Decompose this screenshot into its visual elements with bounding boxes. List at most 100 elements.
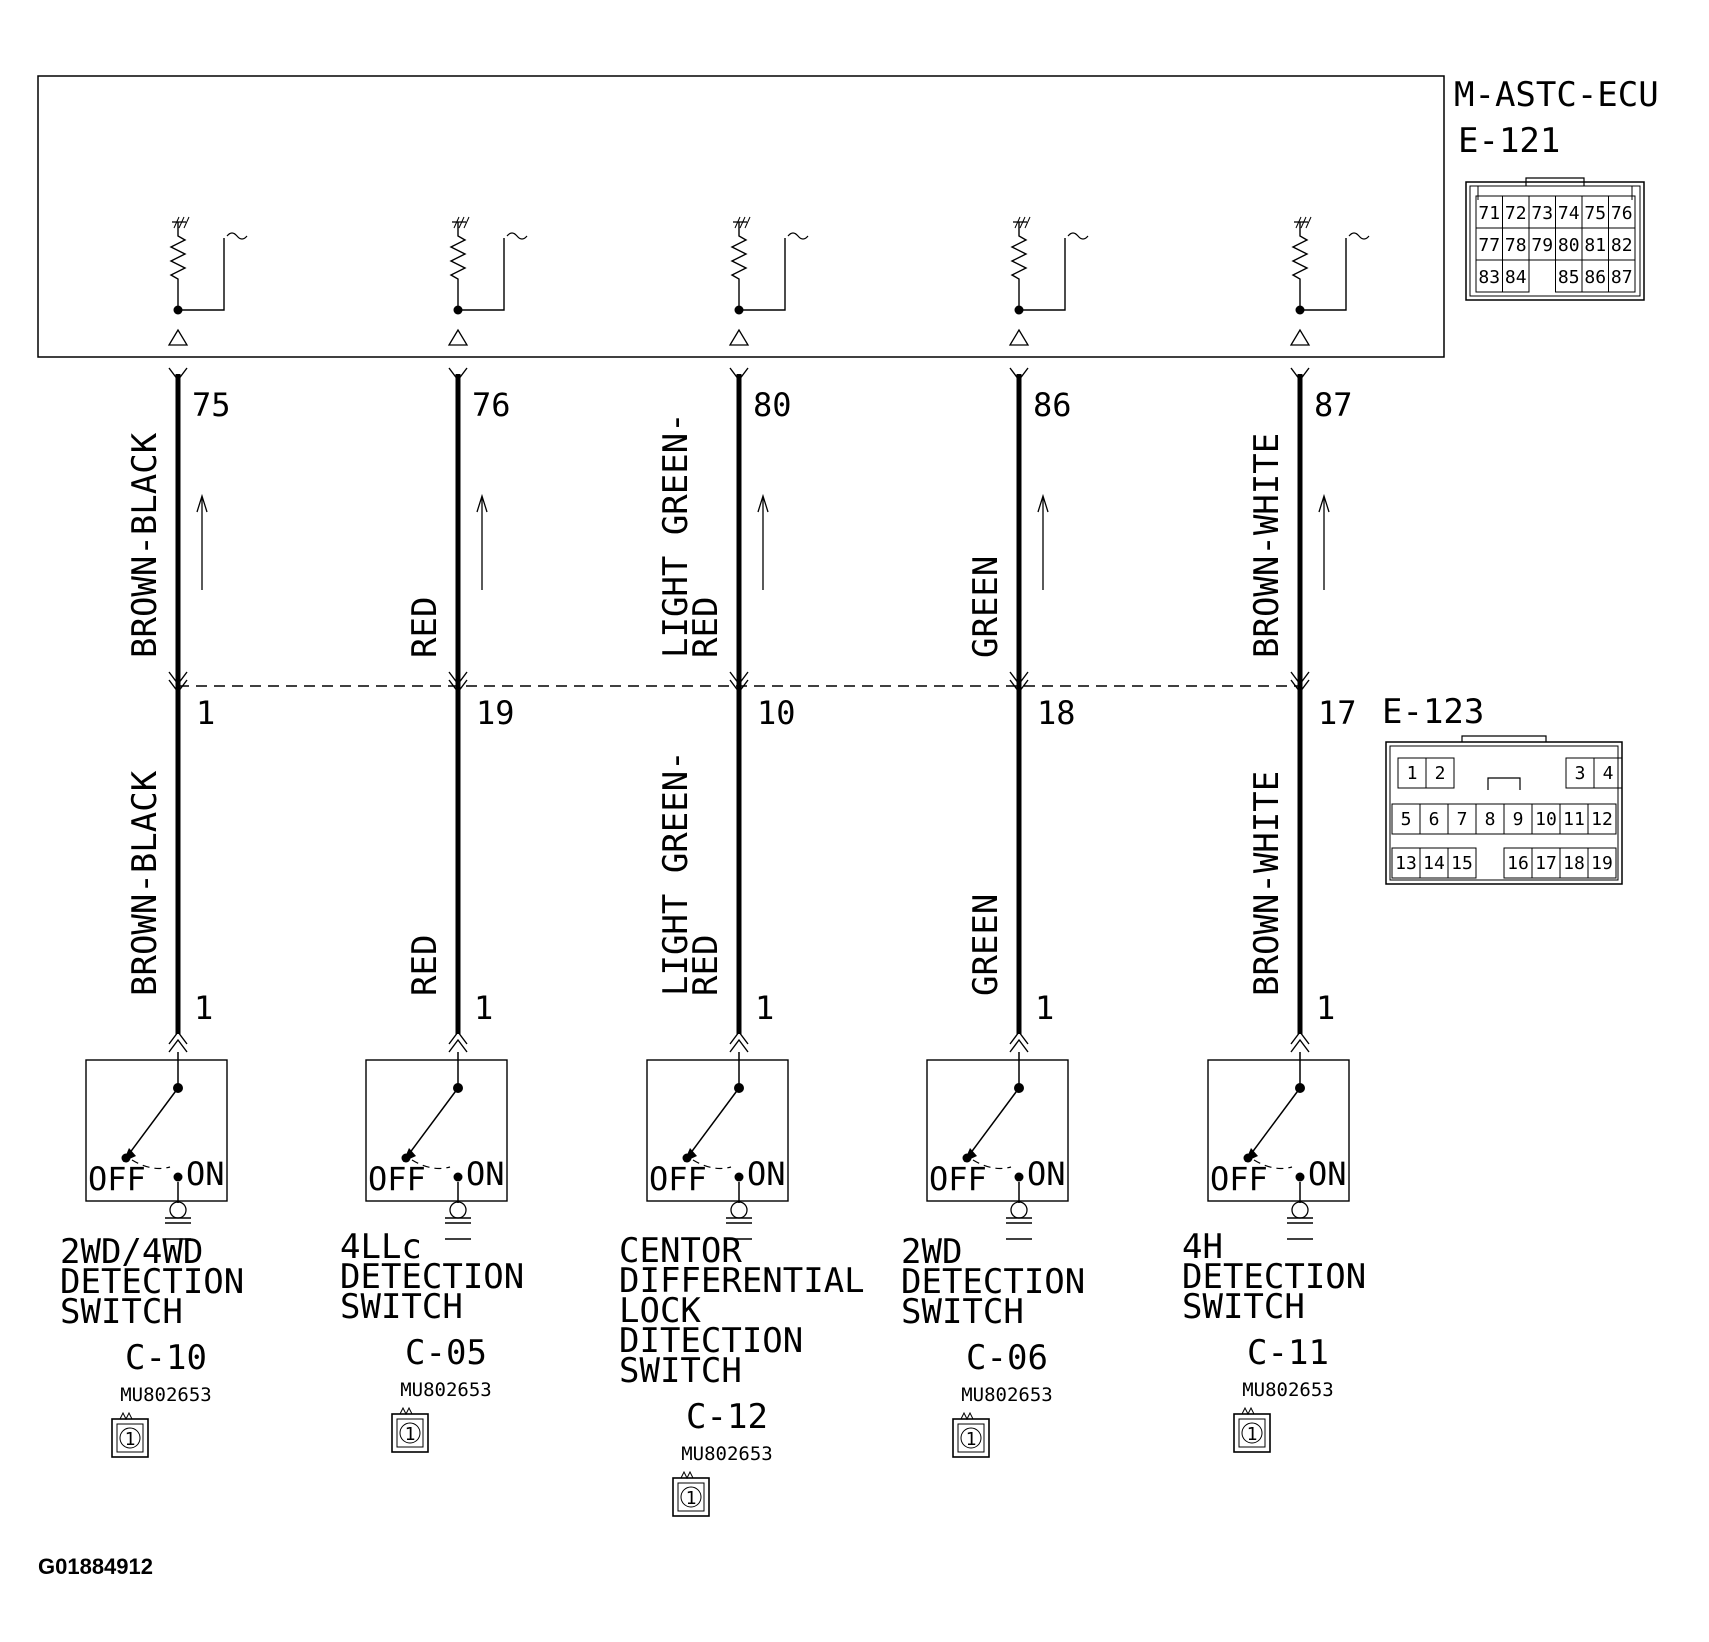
ecu-name: M-ASTC-ECU bbox=[1454, 75, 1659, 115]
pin-icon-inner bbox=[396, 1418, 424, 1448]
pin-icon-circle bbox=[399, 1422, 421, 1444]
wire-color-label: RED bbox=[686, 597, 726, 658]
pin-icon-circle bbox=[119, 1427, 141, 1449]
switch-name-line: DETECTION bbox=[1182, 1257, 1366, 1297]
jn-pin-cell bbox=[1587, 803, 1617, 835]
ecu-pin-label: 84 bbox=[1505, 267, 1527, 288]
junction-pin-number: 17 bbox=[1318, 694, 1357, 732]
switch-part-number: MU802653 bbox=[400, 1379, 492, 1401]
switch-on-label: ON bbox=[1027, 1155, 1066, 1193]
jn-pin-label: 16 bbox=[1507, 853, 1529, 874]
switch-blade bbox=[125, 1087, 179, 1159]
switch-blade bbox=[405, 1087, 459, 1159]
wire-color-label: RED bbox=[686, 935, 726, 996]
signal-tilde bbox=[226, 232, 248, 240]
junction-pin-number: 1 bbox=[196, 694, 215, 732]
jn-pin-label: 10 bbox=[1535, 809, 1557, 830]
pin-icon-number: 1 bbox=[405, 1424, 416, 1445]
ecu-pin-number: 75 bbox=[192, 386, 231, 424]
switch-part-number: MU802653 bbox=[120, 1384, 212, 1406]
input-triangle bbox=[728, 328, 750, 346]
signal-line bbox=[1019, 238, 1066, 311]
ecu-pin-label: 78 bbox=[1505, 235, 1527, 256]
ecu-pin-number: 87 bbox=[1314, 386, 1353, 424]
jn-pin-cell bbox=[1587, 847, 1617, 879]
pin-icon-outer bbox=[391, 1413, 429, 1453]
junction-chevron bbox=[168, 671, 188, 686]
ecu-pin-label: 79 bbox=[1531, 235, 1553, 256]
pullup-resistor bbox=[730, 222, 748, 310]
ecu-pin-label: 73 bbox=[1531, 203, 1553, 224]
jn-pin-cell bbox=[1593, 757, 1623, 789]
jn-pin-label: 4 bbox=[1603, 763, 1614, 784]
ecu-pin-number: 86 bbox=[1033, 386, 1072, 424]
signal-tilde bbox=[1348, 232, 1370, 240]
switch-connector-id: C-05 bbox=[405, 1333, 487, 1373]
jn-pin-cell bbox=[1447, 847, 1477, 879]
jn-conn-inner bbox=[1389, 745, 1619, 881]
ground-hatch bbox=[453, 216, 460, 229]
switch-name-line: 2WD/4WD bbox=[60, 1232, 203, 1272]
wire-color-label: BROWN-WHITE bbox=[1247, 433, 1287, 658]
junction-chevron bbox=[729, 671, 749, 686]
wire-color-label: LIGHT GREEN- bbox=[656, 412, 696, 658]
switch-name-line: DIFFERENTIAL bbox=[619, 1261, 865, 1301]
switch-name-line: CENTOR bbox=[619, 1231, 742, 1271]
junction-chevron bbox=[1290, 679, 1310, 694]
wire-color-label: BROWN-BLACK bbox=[125, 432, 165, 658]
signal-line bbox=[739, 238, 786, 311]
pin-icon-key bbox=[680, 1470, 694, 1480]
ground-hatch bbox=[1300, 216, 1307, 229]
jn-pin-label: 3 bbox=[1575, 763, 1586, 784]
ground-hatch bbox=[1024, 216, 1031, 229]
switch-name-line: LOCK bbox=[619, 1291, 701, 1331]
switch-travel-arc bbox=[131, 1159, 171, 1170]
switch-pin-number: 1 bbox=[474, 989, 493, 1027]
signal-tilde bbox=[787, 232, 809, 240]
ecu-pin-label: 82 bbox=[1611, 235, 1633, 256]
switch-name-line: 4LLc bbox=[340, 1227, 422, 1267]
jn-pin-label: 18 bbox=[1563, 853, 1585, 874]
switch-name-line: SWITCH bbox=[1182, 1287, 1305, 1327]
ground-hatch bbox=[739, 216, 746, 229]
switch-name-line: DETECTION bbox=[340, 1257, 524, 1297]
jn-pin-label: 8 bbox=[1485, 809, 1496, 830]
ecu-conn-inner bbox=[1469, 185, 1641, 297]
pin-icon-number: 1 bbox=[125, 1429, 136, 1450]
switch-off-label: OFF bbox=[649, 1160, 707, 1198]
wire-color-label: GREEN bbox=[966, 556, 1006, 658]
jn-pin-label: 11 bbox=[1563, 809, 1585, 830]
ecu-pin-label: 71 bbox=[1478, 203, 1500, 224]
switch-chevron bbox=[1290, 1038, 1310, 1053]
ecu-pin-label: 87 bbox=[1611, 267, 1633, 288]
switch-part-number: MU802653 bbox=[1242, 1379, 1334, 1401]
jn-pin-cell bbox=[1425, 757, 1455, 789]
switch-pin-number: 1 bbox=[755, 989, 774, 1027]
pin-icon-outer bbox=[952, 1418, 990, 1458]
signal-line bbox=[458, 238, 505, 311]
switch-chevron bbox=[729, 1038, 749, 1053]
switch-chevron bbox=[448, 1038, 468, 1053]
jn-pin-label: 19 bbox=[1591, 853, 1613, 874]
pullup-resistor bbox=[1010, 222, 1028, 310]
switch-on-label: ON bbox=[186, 1155, 225, 1193]
signal-arrow-head bbox=[196, 493, 208, 513]
pin-icon-inner bbox=[957, 1423, 985, 1453]
switch-chevron bbox=[168, 1030, 188, 1045]
junction-connector-id: E-123 bbox=[1382, 692, 1484, 732]
switch-off-label: OFF bbox=[368, 1160, 426, 1198]
input-triangle bbox=[1008, 328, 1030, 346]
ecu-pin-label: 72 bbox=[1505, 203, 1527, 224]
jn-pin-label: 17 bbox=[1535, 853, 1557, 874]
input-triangle bbox=[1289, 328, 1311, 346]
junction-chevron bbox=[448, 671, 468, 686]
ground-terminal bbox=[730, 1201, 748, 1219]
jn-pin-label: 14 bbox=[1423, 853, 1445, 874]
jn-pin-label: 15 bbox=[1451, 853, 1473, 874]
switch-box bbox=[926, 1059, 1069, 1202]
pin-icon-outer bbox=[111, 1418, 149, 1458]
wire-color-label: BROWN-WHITE bbox=[1247, 771, 1287, 996]
